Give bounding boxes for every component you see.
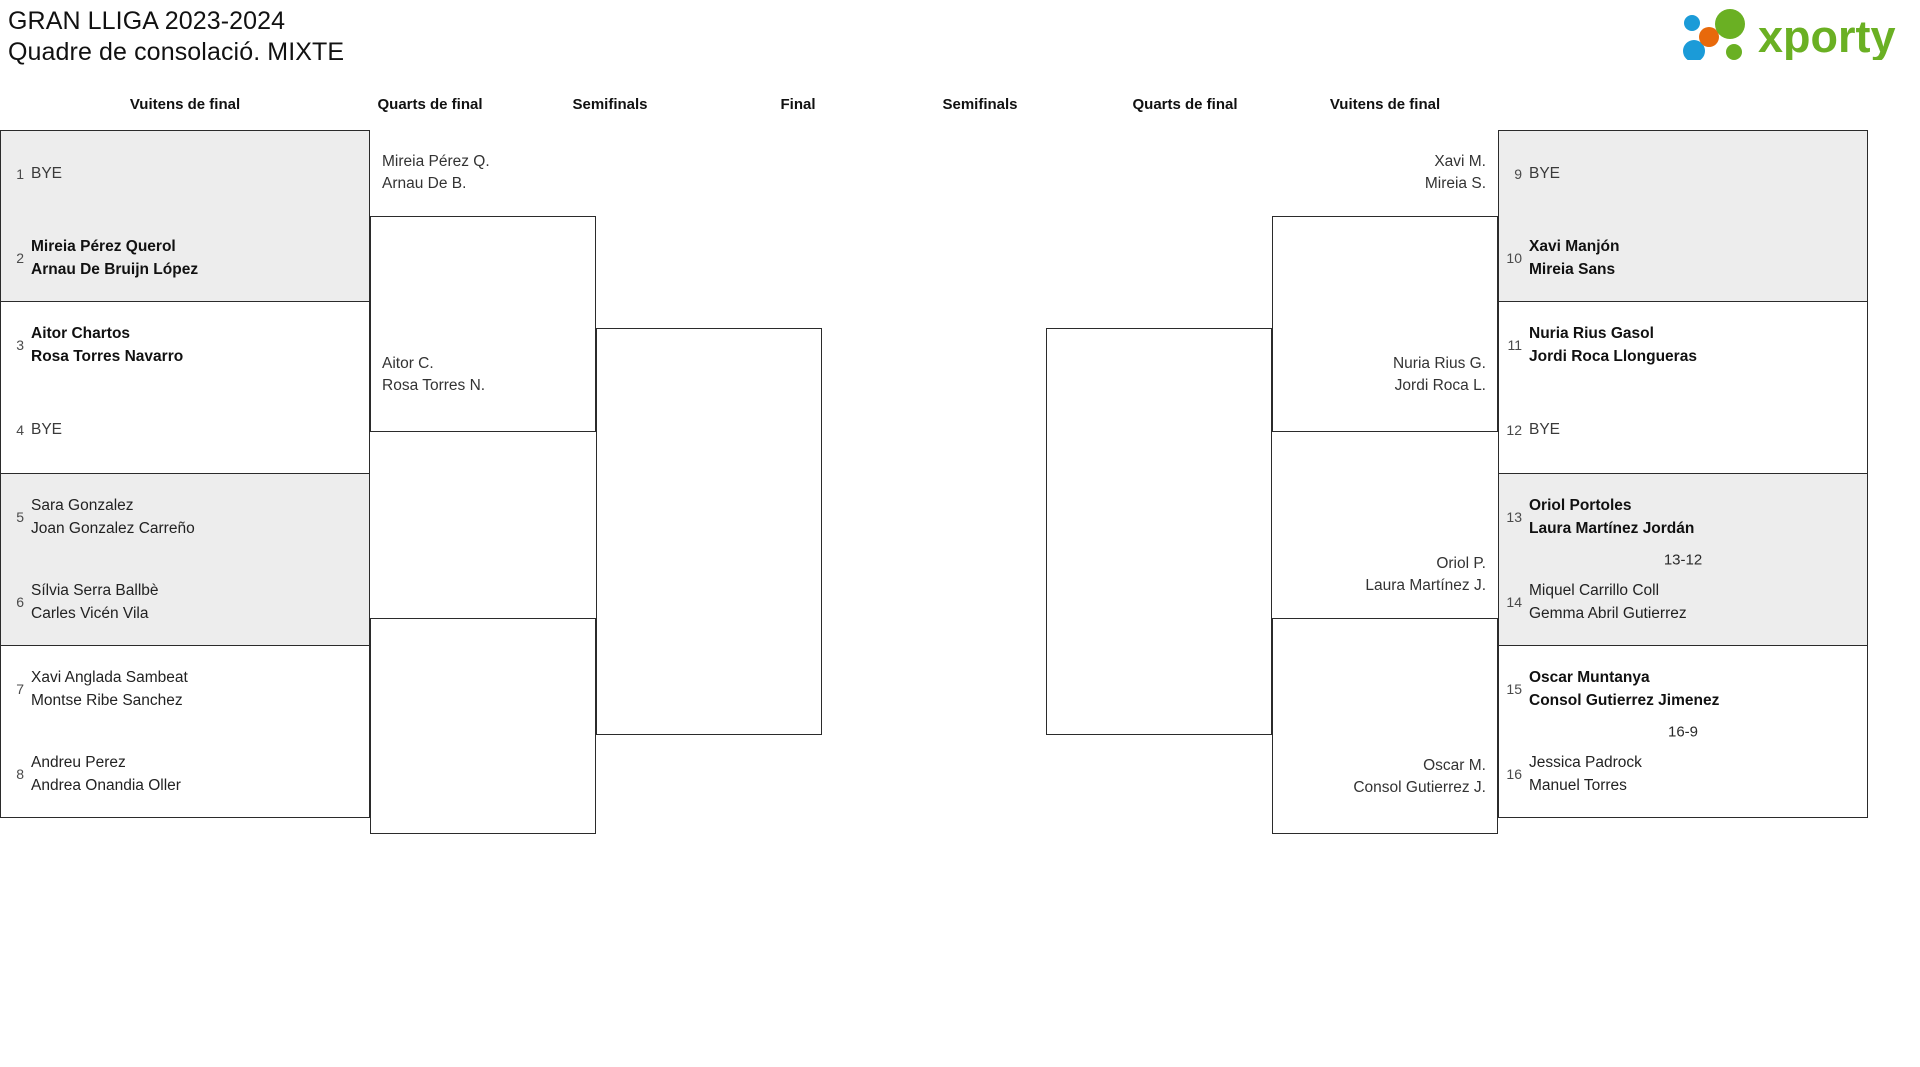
seed-number: 3 [16, 337, 24, 353]
qf-label-left-2: Aitor C. Rosa Torres N. [382, 355, 486, 394]
seed-number: 15 [1506, 681, 1522, 697]
player-names: BYE [1529, 165, 1561, 182]
qf-label-left-1: Mireia Pérez Q. Arnau De B. [382, 153, 490, 192]
xporty-logo: xporty [1678, 8, 1908, 60]
match-slot-bottom[interactable]: 2 Mireia Pérez Querol Arnau De Bruijn Ló… [1, 215, 369, 301]
match-slot-top[interactable]: 3 Aitor Chartos Rosa Torres Navarro [1, 302, 369, 388]
seed-number: 5 [16, 509, 24, 525]
player-names: BYE [31, 165, 63, 182]
match-slot-bottom[interactable]: 8 Andreu Perez Andrea Onandia Oller [1, 731, 369, 817]
match-slot-top[interactable]: 15 Oscar Muntanya Consol Gutierrez Jimen… [1499, 646, 1867, 732]
match-row[interactable]: 11 Nuria Rius Gasol Jordi Roca Llonguera… [1498, 302, 1868, 474]
match-slot-bottom[interactable]: 6 Sílvia Serra Ballbè Carles Vicén Vila [1, 559, 369, 645]
match-row[interactable]: 3 Aitor Chartos Rosa Torres Navarro 4 BY… [0, 302, 370, 474]
seed-number: 16 [1506, 766, 1522, 782]
qf-connector-left-1[interactable] [370, 216, 596, 432]
round-header-sf-right: Semifinals [942, 96, 1018, 113]
round-header-qf-left: Quarts de final [377, 96, 483, 113]
match-row[interactable]: 5 Sara Gonzalez Joan Gonzalez Carreño 6 … [0, 474, 370, 646]
match-slot-bottom[interactable]: 12 BYE [1499, 387, 1867, 473]
r16-column-left: 1 BYE 2 Mireia Pérez Querol Arnau De Bru… [0, 130, 370, 818]
qf-label-right-1: Xavi M. Mireia S. [1424, 153, 1486, 192]
player-names: Sara Gonzalez Joan Gonzalez Carreño [31, 497, 195, 537]
sf-connector-right[interactable] [1046, 328, 1272, 735]
match-score: 13-12 [1663, 551, 1703, 568]
match-row[interactable]: 1 BYE 2 Mireia Pérez Querol Arnau De Bru… [0, 130, 370, 302]
round-header-sf-left: Semifinals [572, 96, 648, 113]
round-header-r16-right: Vuitens de final [1329, 96, 1441, 113]
qf-connector-right-1[interactable] [1272, 216, 1498, 432]
seed-number: 10 [1506, 250, 1522, 266]
player-names: Sílvia Serra Ballbè Carles Vicén Vila [31, 582, 159, 622]
match-slot-top[interactable]: 5 Sara Gonzalez Joan Gonzalez Carreño [1, 474, 369, 560]
match-slot-top[interactable]: 9 BYE [1499, 131, 1867, 217]
qf-connector-right-2[interactable] [1272, 618, 1498, 834]
title-line-1: GRAN LLIGA 2023-2024 [8, 7, 286, 35]
seed-number: 8 [16, 766, 24, 782]
seed-number: 9 [1514, 166, 1522, 182]
player-names: Miquel Carrillo Coll Gemma Abril Gutierr… [1529, 582, 1687, 622]
player-names: Nuria Rius Gasol Jordi Roca Llongueras [1529, 325, 1697, 365]
round-header-final: Final [780, 96, 816, 113]
seed-number: 6 [16, 594, 24, 610]
svg-text:xporty: xporty [1758, 11, 1896, 60]
player-names: Aitor Chartos Rosa Torres Navarro [31, 325, 184, 365]
match-slot-bottom[interactable]: 10 Xavi Manjón Mireia Sans [1499, 215, 1867, 301]
title-line-2: Quadre de consolació. MIXTE [8, 38, 345, 66]
seed-number: 11 [1507, 337, 1522, 353]
sf-connector-left[interactable] [596, 328, 822, 735]
match-row[interactable]: 15 Oscar Muntanya Consol Gutierrez Jimen… [1498, 646, 1868, 818]
seed-number: 12 [1506, 422, 1522, 438]
player-names: Xavi Anglada Sambeat Montse Ribe Sanchez [31, 669, 188, 709]
qf-connector-left-2[interactable] [370, 618, 596, 834]
player-names: Oriol Portoles Laura Martínez Jordán [1529, 497, 1695, 537]
player-names: Jessica Padrock Manuel Torres [1529, 754, 1642, 794]
seed-number: 7 [16, 681, 24, 697]
match-slot-top[interactable]: 7 Xavi Anglada Sambeat Montse Ribe Sanch… [1, 646, 369, 732]
qf-label-right-4: Oscar M. Consol Gutierrez J. [1353, 757, 1486, 796]
player-names: Mireia Pérez Querol Arnau De Bruijn Lópe… [31, 238, 199, 278]
qf-label-right-2: Nuria Rius G. Jordi Roca L. [1392, 355, 1486, 394]
match-row[interactable]: 7 Xavi Anglada Sambeat Montse Ribe Sanch… [0, 646, 370, 818]
match-score: 16-9 [1667, 723, 1699, 740]
r16-column-right: 9 BYE 10 Xavi Manjón Mireia Sans 11 Nuri… [1498, 130, 1868, 818]
seed-number: 13 [1506, 509, 1522, 525]
round-header-r16-left: Vuitens de final [129, 96, 241, 113]
match-slot-bottom[interactable]: 14 Miquel Carrillo Coll Gemma Abril Guti… [1499, 559, 1867, 645]
player-names: BYE [1529, 421, 1561, 438]
match-slot-top[interactable]: 11 Nuria Rius Gasol Jordi Roca Llonguera… [1499, 302, 1867, 388]
qf-label-right-3: Oriol P. Laura Martínez J. [1365, 555, 1486, 594]
player-names: Xavi Manjón Mireia Sans [1529, 238, 1620, 278]
match-slot-bottom[interactable]: 4 BYE [1, 387, 369, 473]
seed-number: 4 [16, 422, 24, 438]
match-row[interactable]: 13 Oriol Portoles Laura Martínez Jordán … [1498, 474, 1868, 646]
match-row[interactable]: 9 BYE 10 Xavi Manjón Mireia Sans [1498, 130, 1868, 302]
match-slot-top[interactable]: 1 BYE [1, 131, 369, 217]
match-slot-top[interactable]: 13 Oriol Portoles Laura Martínez Jordán [1499, 474, 1867, 560]
page-title: GRAN LLIGA 2023-2024 Quadre de consolaci… [8, 6, 344, 68]
seed-number: 14 [1506, 594, 1522, 610]
match-slot-bottom[interactable]: 16 Jessica Padrock Manuel Torres [1499, 731, 1867, 817]
player-names: Oscar Muntanya Consol Gutierrez Jimenez [1529, 669, 1720, 709]
player-names: Andreu Perez Andrea Onandia Oller [31, 754, 181, 794]
round-header-qf-right: Quarts de final [1132, 96, 1238, 113]
player-names: BYE [31, 421, 63, 438]
seed-number: 1 [16, 166, 24, 182]
seed-number: 2 [16, 250, 24, 266]
